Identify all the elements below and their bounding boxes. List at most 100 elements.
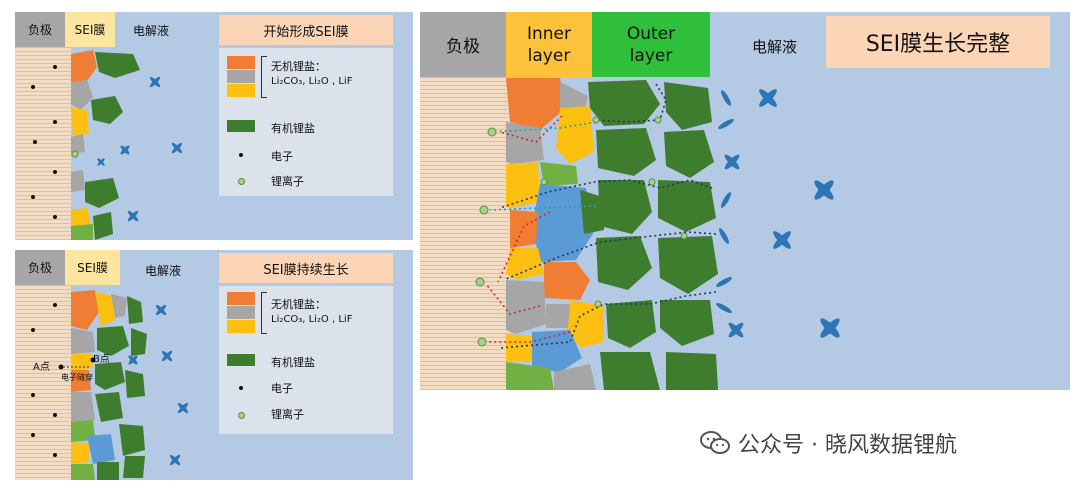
legend-inorganic-title: 无机锂盐： <box>271 298 326 311</box>
electron-tunnel-label: 电子隧穿 <box>61 373 93 382</box>
inorganic-yellow-particle <box>71 208 91 226</box>
legend-swatch-green <box>227 354 255 366</box>
sei-particles-3 <box>475 78 840 390</box>
sei-header: SEI膜 <box>65 12 115 47</box>
inorganic-yellow-particle <box>506 334 534 362</box>
electron-dot <box>53 215 57 219</box>
electron-dot <box>31 195 35 199</box>
inorganic-yellow-particle <box>95 292 115 326</box>
outer-layer-header: Outer layer <box>592 12 710 77</box>
organic-particle <box>95 52 140 78</box>
electrolyte-label: 电解液 <box>133 24 170 38</box>
inorganic-yellow-particle <box>506 248 544 280</box>
light-green-particle <box>71 224 93 240</box>
inorganic-orange-particle <box>71 370 91 392</box>
legend-swatch-yellow <box>227 84 255 97</box>
inorganic-orange-particle <box>544 262 590 300</box>
legend-organic: 有机锂盐 <box>271 122 315 135</box>
inorganic-gray-particle <box>554 364 596 390</box>
organic-particle <box>123 456 145 478</box>
legend-electron: 电子 <box>271 382 293 395</box>
legend-swatch-green <box>227 120 255 132</box>
inorganic-orange-particle <box>510 210 538 248</box>
sei-particles-2 <box>31 290 189 480</box>
electron-dot <box>33 140 37 144</box>
inorganic-yellow-particle <box>556 106 594 164</box>
inorganic-orange-particle <box>71 50 97 84</box>
inorganic-yellow-particle <box>566 300 604 348</box>
blue-region <box>532 330 582 372</box>
organic-particle <box>97 462 119 480</box>
legend-inorganic-formula: Li₂CO₃, Li₂O , LiF <box>271 314 353 325</box>
solvent-molecule-icon <box>97 76 183 222</box>
point-b-label: B点 <box>93 354 110 365</box>
panel-sei-complete: 负极 Inner layer Outer layer 电解液 SEI膜生长完整 <box>420 12 1070 390</box>
panel-title: 开始形成SEI膜 <box>219 15 393 45</box>
organic-particle <box>600 352 660 390</box>
organic-particle <box>598 180 652 234</box>
organic-particle <box>119 424 145 456</box>
legend-inorganic-formula: Li₂CO₃, Li₂O , LiF <box>271 76 353 87</box>
legend-bracket <box>261 292 267 334</box>
lithium-ion-path-red <box>480 115 571 343</box>
inorganic-gray-particle <box>71 170 85 192</box>
light-green-particle <box>540 162 578 186</box>
legend-swatch-orange <box>227 56 255 69</box>
watermark: 公众号 · 晓风数据锂航 <box>700 426 957 460</box>
electron-dot <box>53 120 57 124</box>
legend-lithium-ion: 锂离子 <box>271 408 304 421</box>
organic-particle <box>596 236 652 290</box>
legend-lithium-ion: 锂离子 <box>271 175 304 188</box>
panel-sei-growing: 负极 SEI膜 电解液 SEI膜持续生长 <box>15 250 413 480</box>
organic-particle <box>131 328 147 356</box>
light-green-particle <box>506 362 554 390</box>
solvent-molecule-icon <box>128 304 189 466</box>
panel-sei-start: 负极 SEI膜 电解液 开始形成SEI膜 <box>15 12 413 240</box>
sei-particles-1 <box>31 50 183 240</box>
inorganic-yellow-particle <box>71 442 89 464</box>
legend-inorganic-title: 无机锂盐： <box>271 60 326 73</box>
organic-particle <box>85 178 119 208</box>
legend-electron-dot <box>239 153 243 157</box>
electron-dot <box>31 328 35 332</box>
electron-dot <box>53 170 57 174</box>
electron-dot <box>53 413 57 417</box>
organic-particle <box>97 326 129 356</box>
solvent-molecule-icon <box>716 89 840 338</box>
inorganic-gray-particle <box>71 134 85 154</box>
anode-header: 负极 <box>420 12 506 77</box>
organic-particle <box>588 80 660 126</box>
legend-lithium-dot <box>238 178 245 185</box>
electron-dot <box>53 453 57 457</box>
organic-particle <box>658 236 718 294</box>
inorganic-gray-particle <box>71 392 95 422</box>
organic-particle <box>127 296 143 324</box>
inorganic-orange-particle <box>71 290 99 330</box>
organic-particle <box>93 212 113 240</box>
legend-swatch-gray <box>227 306 255 319</box>
organic-particle <box>125 370 145 398</box>
legend-bracket <box>261 56 267 98</box>
blue-region <box>532 184 594 262</box>
inorganic-gray-particle <box>71 80 93 110</box>
inner-layer-header: Inner layer <box>506 12 592 77</box>
electron-dot <box>31 393 35 397</box>
electrolyte-label: 电解液 <box>145 264 182 278</box>
anode-region <box>15 285 71 480</box>
inorganic-yellow-particle <box>506 162 540 208</box>
light-green-particle <box>71 464 95 480</box>
legend-electron-dot <box>239 386 243 390</box>
point-a-dot <box>58 364 64 370</box>
inorganic-yellow-particle <box>71 107 89 136</box>
anode-header: 负极 <box>15 250 65 285</box>
lithium-ion <box>71 150 79 158</box>
organic-particle <box>606 300 656 348</box>
legend: 无机锂盐： Li₂CO₃, Li₂O , LiF 有机锂盐 电子 锂离子 <box>219 48 393 196</box>
point-b-dot <box>90 357 96 363</box>
inorganic-gray-particle <box>506 122 544 164</box>
organic-particle <box>664 82 712 130</box>
electrolyte-label: 电解液 <box>752 38 798 56</box>
inorganic-gray-particle <box>506 280 546 334</box>
legend-organic: 有机锂盐 <box>271 356 315 369</box>
wechat-icon <box>700 431 730 454</box>
